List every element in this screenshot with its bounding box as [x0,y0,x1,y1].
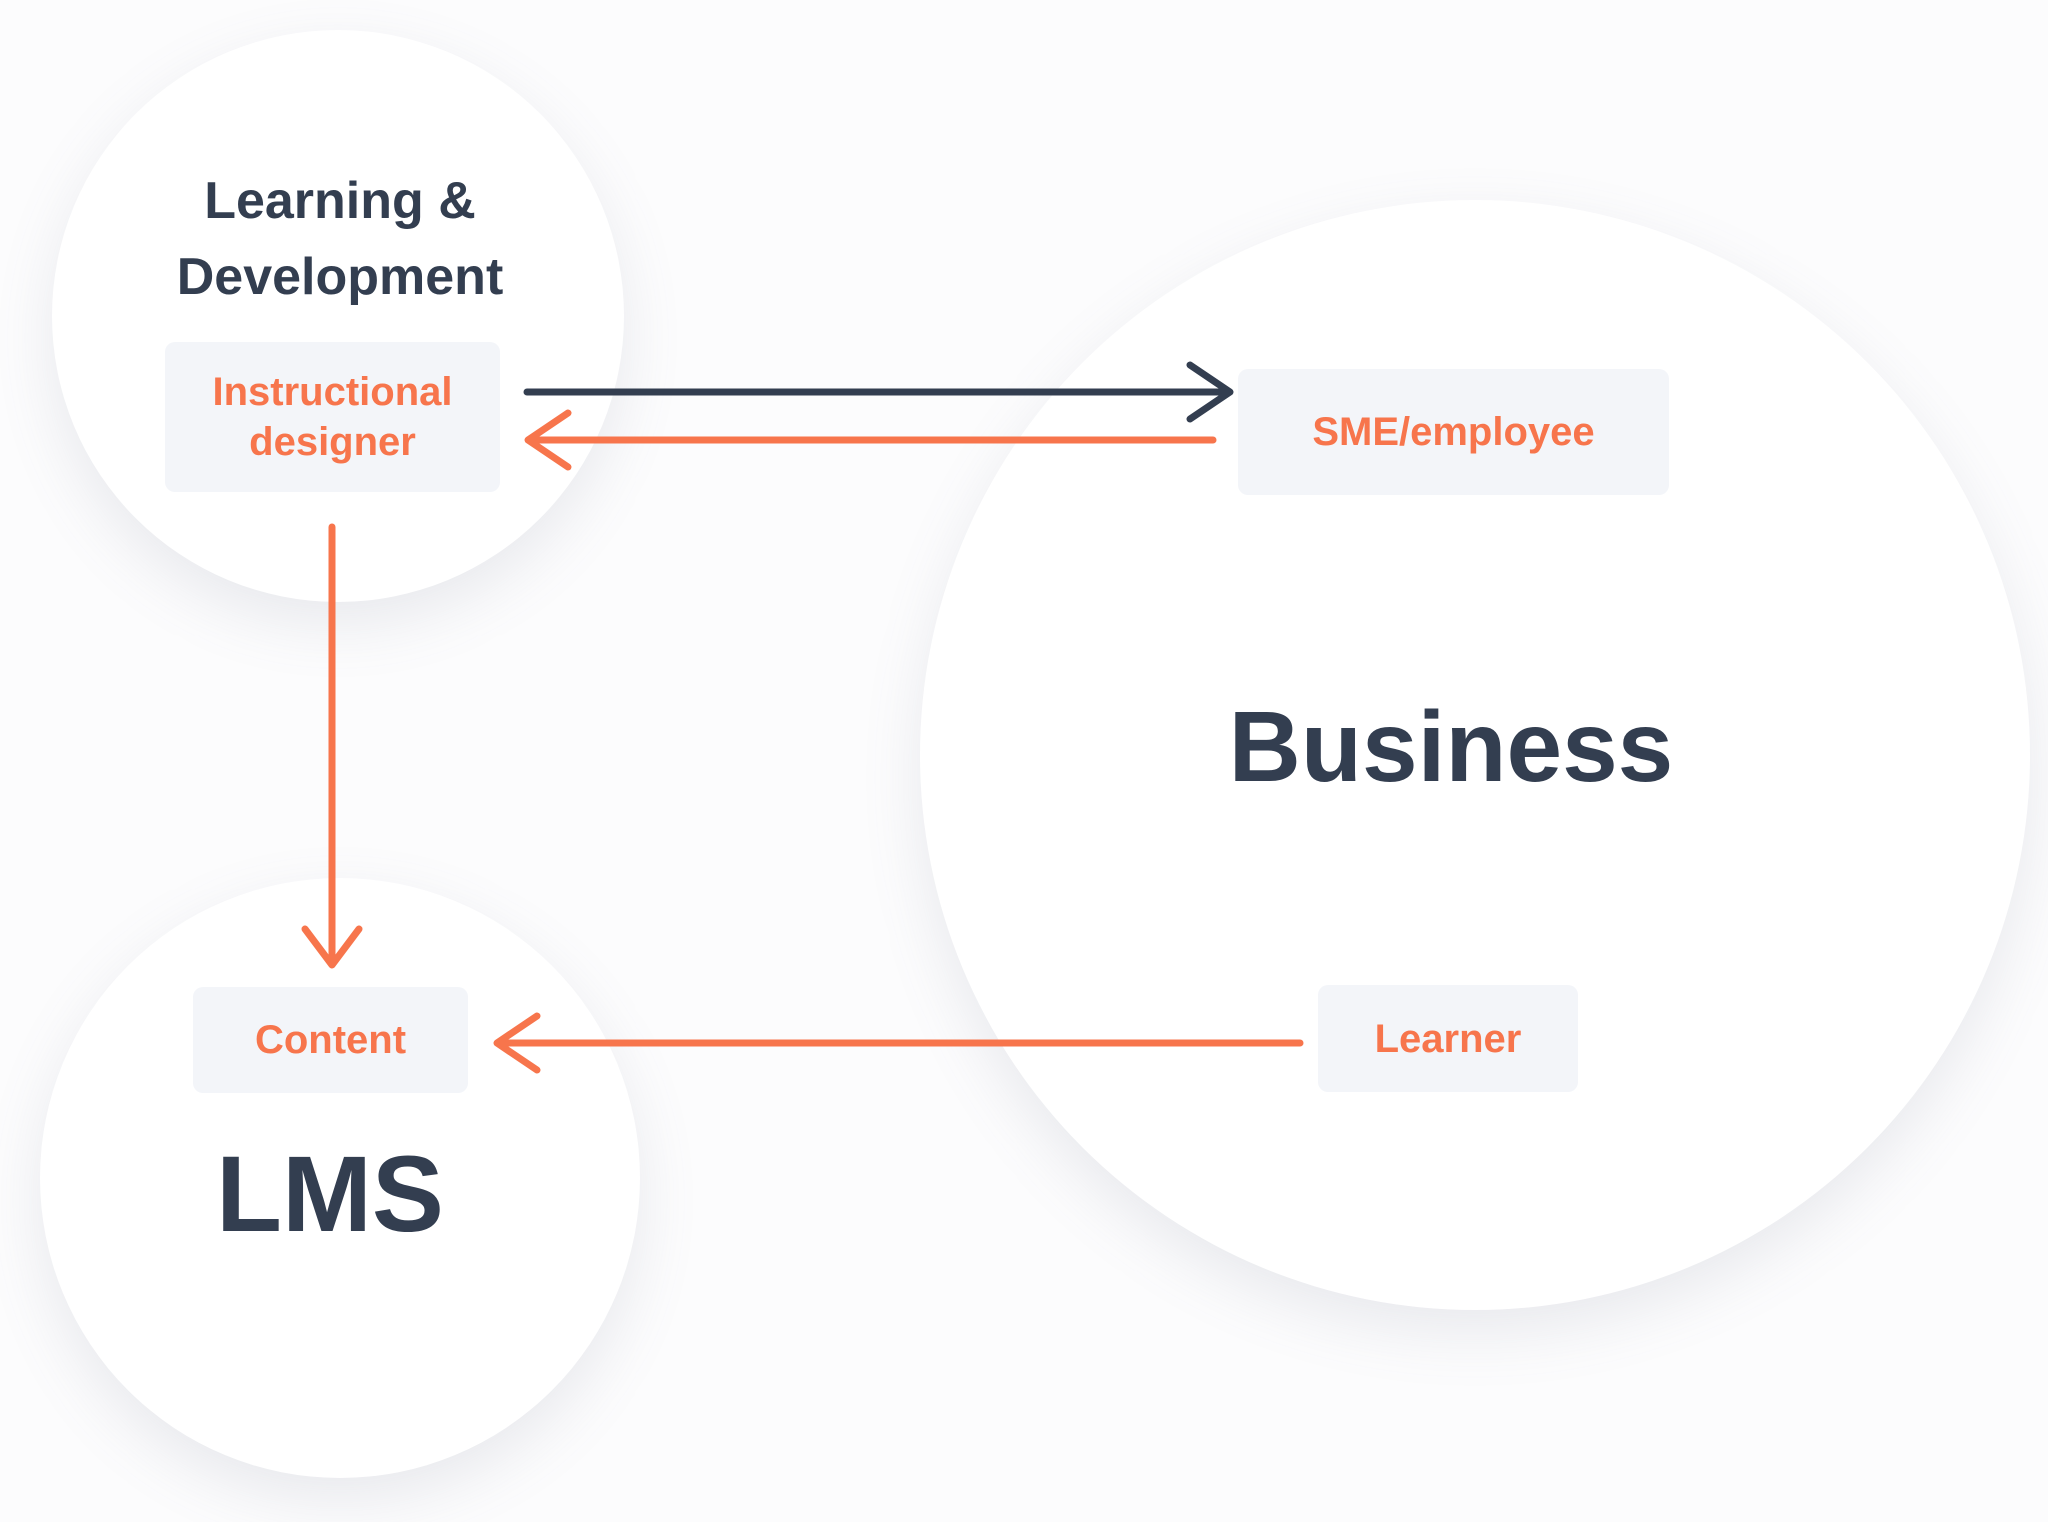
learning-development-circle [52,30,624,602]
instructional-designer-label: Instructional designer [212,370,453,464]
content-label: Content [254,1018,407,1062]
lms-circle [40,878,640,1478]
learner-node: Learner [1318,985,1578,1092]
sme-employee-node: SME/employee [1238,369,1669,495]
learner-label: Learner [1374,1016,1522,1061]
sme-employee-label: SME/employee [1312,410,1595,454]
lms-title: LMS [216,1133,444,1254]
business-title: Business [1228,691,1674,803]
content-node: Content [193,987,468,1093]
learning-development-title: Learning & Development [176,172,504,306]
instructional-designer-node: Instructional designer [165,342,500,492]
